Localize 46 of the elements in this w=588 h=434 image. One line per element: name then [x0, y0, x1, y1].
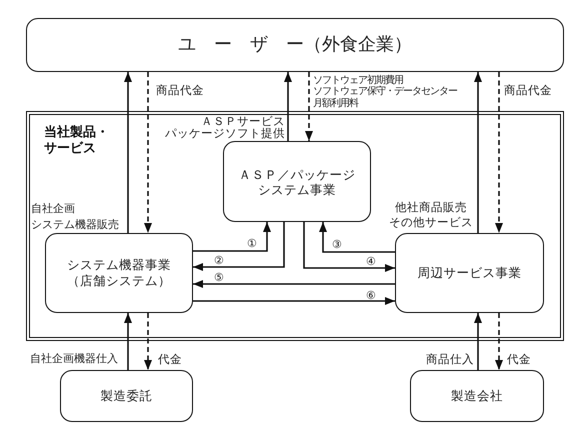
box-label: システム機器事業（店舗システム） — [66, 257, 172, 289]
edge-label: ＡＳＰサービスパッケージソフト提供 — [165, 116, 285, 139]
box-label: 製造委託 — [100, 388, 152, 404]
process-box — [45, 233, 193, 313]
edge-label: 代金 — [507, 352, 531, 366]
box-label: 周辺サービス事業 — [418, 265, 522, 281]
entity-box — [26, 18, 564, 72]
edge-label: ⑥ — [365, 290, 377, 300]
arrow — [193, 297, 395, 305]
arrow — [319, 222, 395, 253]
arrow — [193, 222, 285, 271]
edge-label: 他社商品販売その他サービス — [388, 200, 474, 230]
arrow — [144, 313, 152, 370]
arrow — [305, 72, 313, 141]
edge-label: 商品仕入 — [426, 352, 474, 366]
box-label: 製造会社 — [451, 388, 503, 404]
entity-box — [410, 370, 544, 422]
arrow — [124, 313, 132, 370]
arrow — [495, 313, 503, 370]
arrow — [495, 72, 503, 233]
box-label: ＡＳＰ／パッケージシステム事業 — [238, 166, 356, 196]
edge-label: ③ — [331, 238, 343, 250]
edge-label: 自社企画機器仕入 — [30, 352, 118, 366]
arrow — [144, 72, 152, 233]
edge-label: 代金 — [158, 352, 182, 366]
arrow — [284, 72, 292, 141]
process-box — [223, 141, 371, 222]
process-box — [395, 233, 544, 313]
arrow — [303, 222, 395, 272]
arrow — [474, 313, 482, 370]
edge-label: ② — [213, 254, 225, 266]
arrow — [474, 72, 482, 233]
group-title: 当社製品・サービス — [44, 125, 110, 157]
group-frame — [26, 111, 564, 341]
edge-label: ソフトウェア初期費用ソフトウェア保守・データセンター月額利用料 — [313, 74, 457, 109]
edge-label: ① — [246, 238, 258, 248]
edge-label: 自社企画システム機器販売 — [31, 201, 119, 233]
edge-label: 商品代金 — [504, 83, 552, 97]
entity-box — [60, 370, 193, 422]
box-label: ユ ー ザ ー（外食企業） — [178, 34, 412, 56]
arrow — [193, 222, 271, 252]
edge-label: ⑤ — [213, 272, 225, 282]
arrow — [124, 72, 132, 233]
arrow — [193, 280, 395, 288]
edge-label: ④ — [365, 256, 377, 266]
edge-label: 商品代金 — [156, 83, 204, 97]
